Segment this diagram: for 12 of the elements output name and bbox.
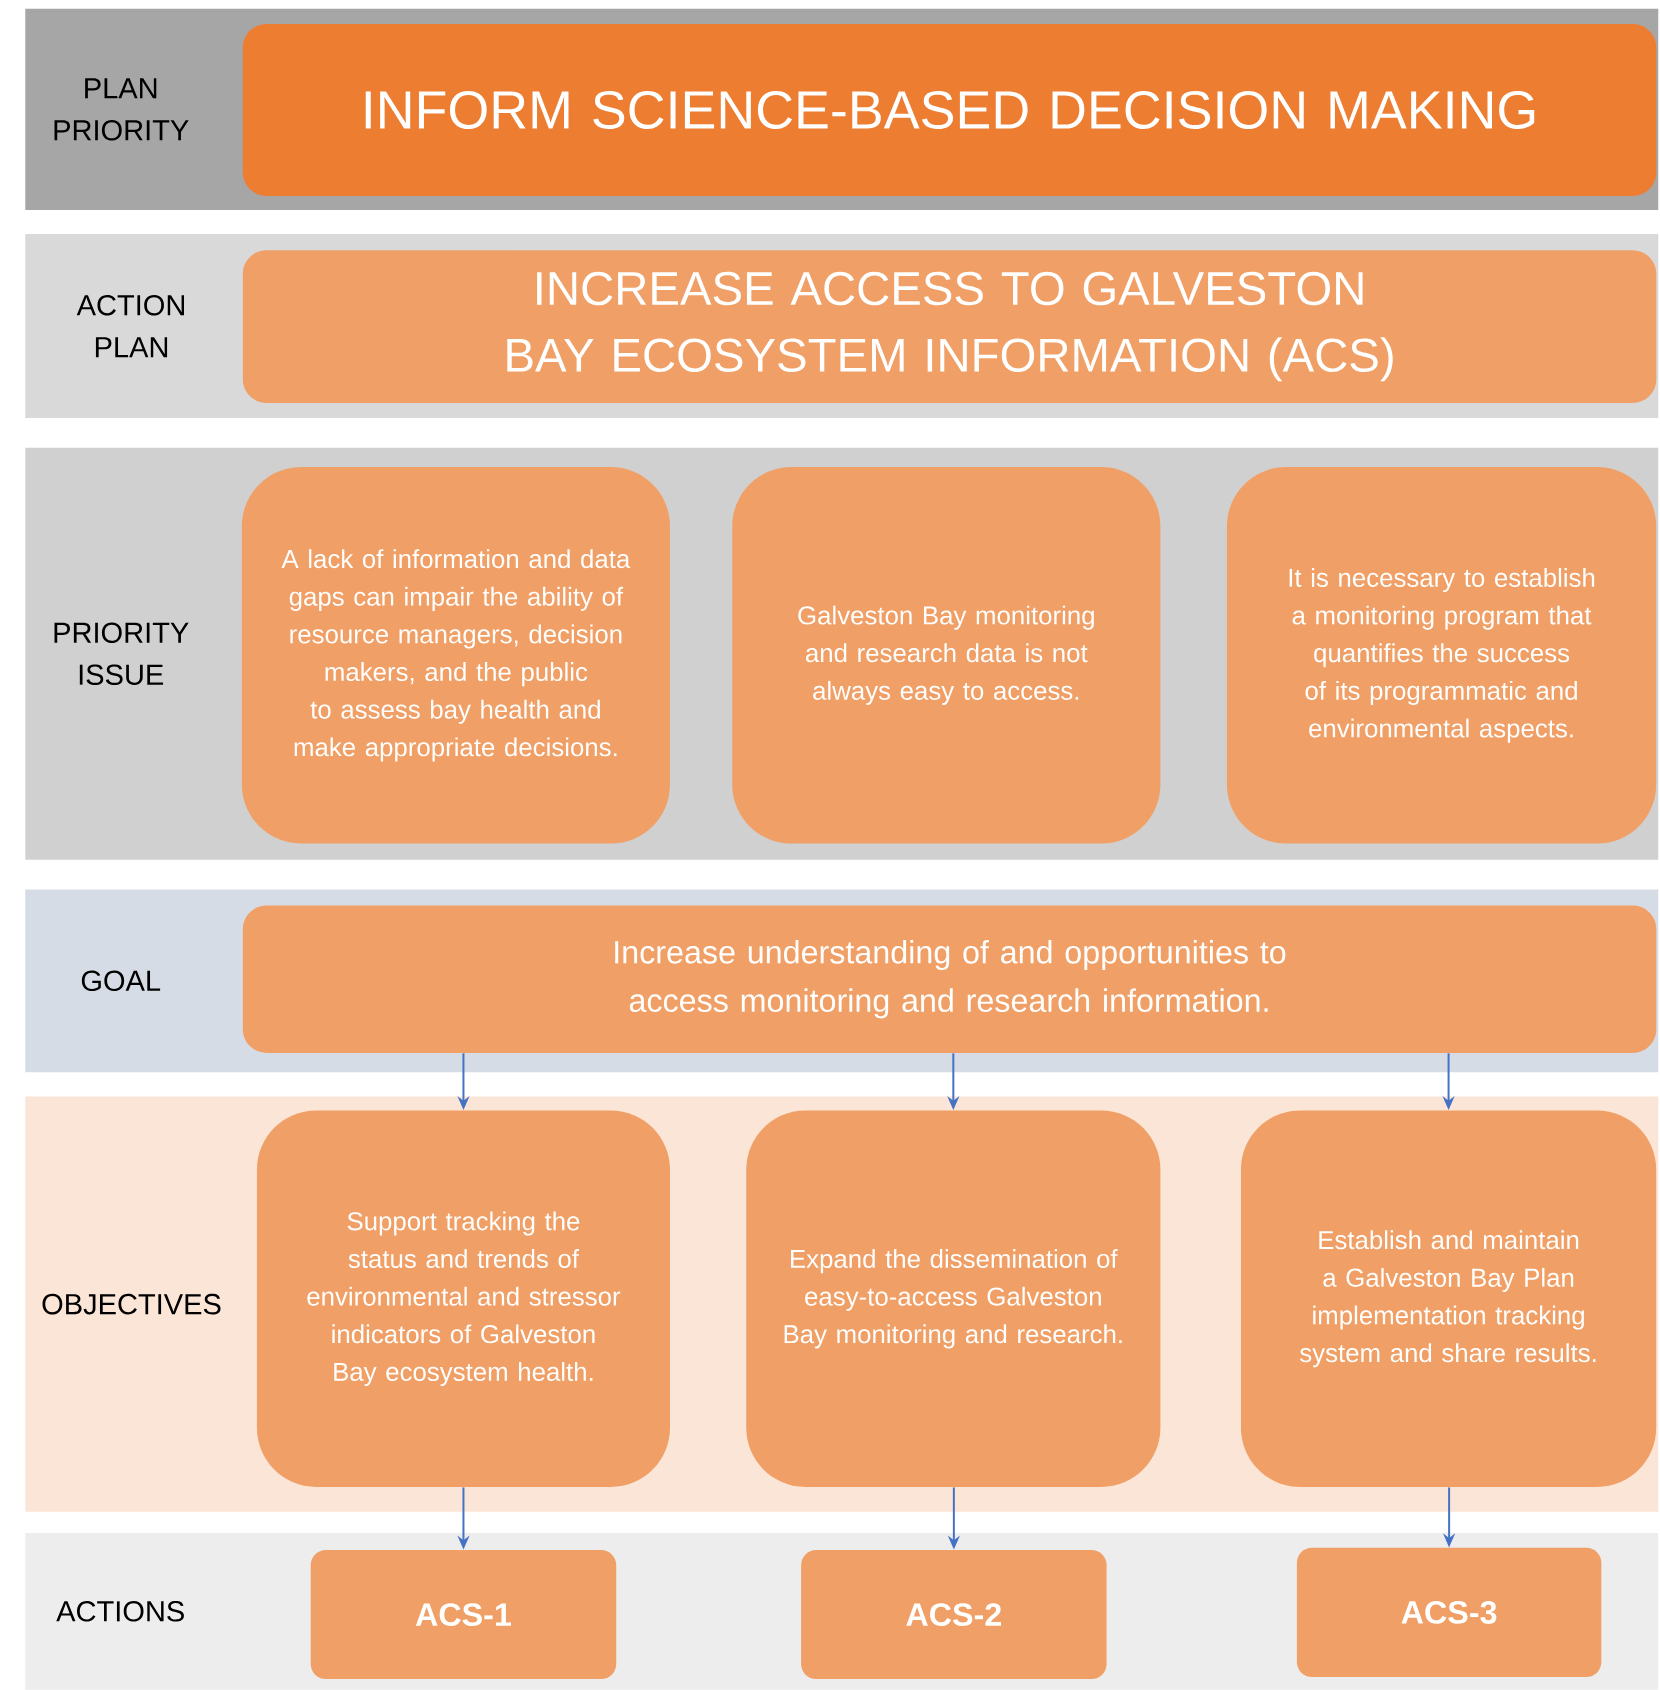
priority-banner: INFORM SCIENCE-BASED DECISION MAKING	[242, 23, 1657, 196]
objective-box: Establish and maintain a Galveston Bay Plan implementation tracking system and share results.	[1241, 1110, 1657, 1488]
objective-box: Expand the dissemination of easy-to-access Galveston Bay monitoring and research.	[746, 1110, 1161, 1488]
action-box: ACS-1	[310, 1550, 617, 1680]
action-box: ACS-2	[801, 1550, 1107, 1680]
issue-box: It is necessary to establish a monitoring program that quantifies the success of its programmatic and environmental aspects.	[1227, 467, 1657, 844]
goal-box: Increase understanding of and opportunities to access monitoring and research information.	[242, 905, 1657, 1053]
action-plan-banner: INCREASE ACCESS TO GALVESTON BAY ECOSYSTEM INFORMATION (ACS)	[242, 250, 1657, 403]
objective-box: Support tracking the status and trends of environmental and stressor indicators of Galveston Bay ecosystem health.	[257, 1110, 671, 1488]
action-box: ACS-3	[1297, 1547, 1602, 1677]
issue-box: Galveston Bay monitoring and research data is not always easy to access.	[732, 467, 1161, 844]
issue-box: A lack of information and data gaps can impair the ability of resource managers, decision makers, and the public to assess bay health and make appropriate decisions.	[241, 467, 671, 844]
